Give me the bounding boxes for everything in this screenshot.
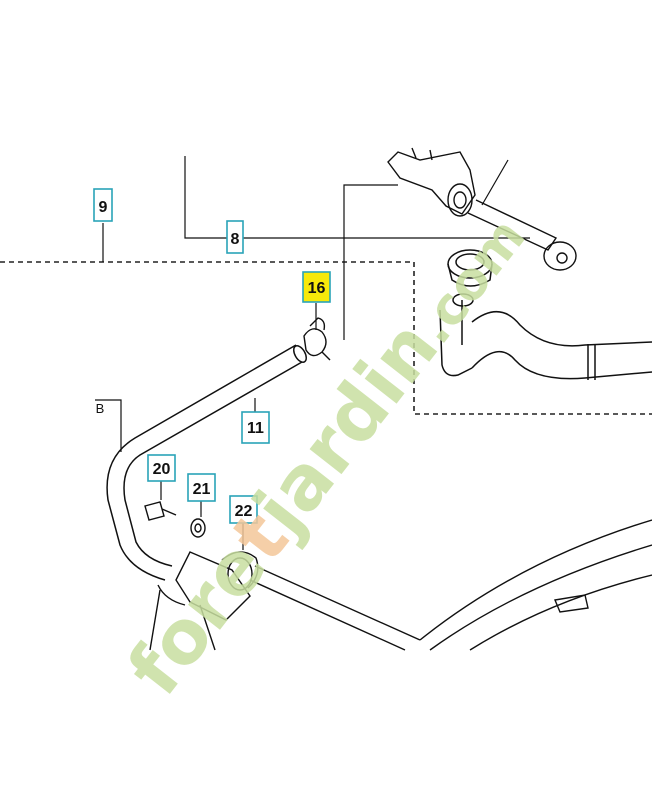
leader-top	[343, 184, 398, 340]
callout-8[interactable]: 8	[226, 220, 244, 254]
leader-top-right	[481, 159, 509, 206]
callout-22[interactable]: 22	[229, 495, 258, 524]
callout-16-text: 16	[308, 280, 326, 297]
callout-8-text: 8	[231, 231, 240, 248]
callout-9[interactable]: 9	[93, 188, 113, 222]
washer-21	[190, 518, 206, 538]
leader-lines	[95, 156, 530, 550]
callout-21[interactable]: 21	[187, 473, 216, 502]
callout-20[interactable]: 20	[147, 454, 176, 482]
watermark-text-4: .com	[404, 207, 538, 355]
hose-clamp-16	[303, 317, 331, 361]
callout-16[interactable]: 16	[302, 271, 331, 303]
callout-22-text: 22	[235, 503, 253, 520]
frame-lower	[149, 519, 652, 651]
leader-b	[95, 399, 122, 452]
fuel-hose-11	[106, 344, 307, 581]
dashed-boundary	[0, 261, 652, 415]
callout-9-text: 9	[99, 199, 108, 216]
clip-22	[221, 551, 259, 591]
fuel-fitting-8	[387, 147, 577, 271]
screw-20	[144, 501, 177, 521]
callout-20-text: 20	[153, 461, 171, 478]
callout-11-text: 11	[247, 420, 264, 437]
leader-8	[184, 156, 228, 239]
hose-upper-right	[439, 249, 652, 380]
callout-11[interactable]: 11	[241, 411, 270, 444]
ref-b-label: B	[96, 401, 105, 416]
callout-21-text: 21	[193, 481, 211, 498]
